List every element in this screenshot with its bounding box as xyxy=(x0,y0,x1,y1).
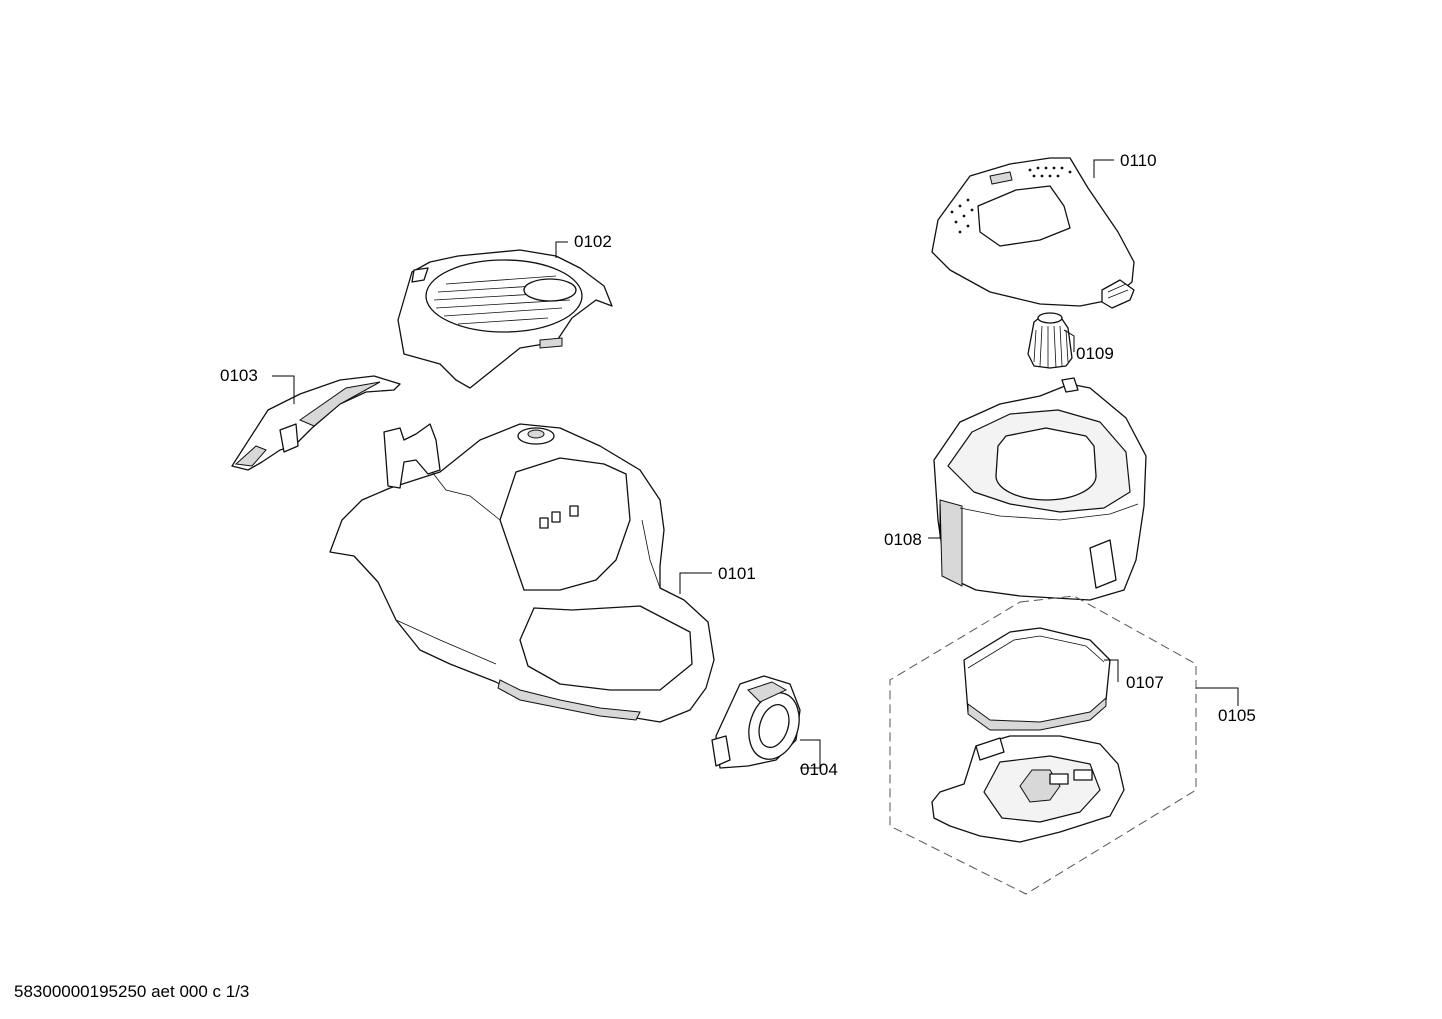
part-0104-hose-connector[interactable] xyxy=(711,675,807,769)
label-0103: 0103 xyxy=(220,366,258,385)
label-0110: 0110 xyxy=(1120,151,1157,170)
label-0108: 0108 xyxy=(884,530,922,549)
part-0108-dust-container[interactable] xyxy=(933,377,1147,601)
label-0105: 0105 xyxy=(1218,706,1256,725)
label-0101: 0101 xyxy=(718,564,756,583)
part-0110-lid[interactable] xyxy=(931,157,1135,309)
part-0109-knob[interactable] xyxy=(1027,312,1073,369)
group-0105-outline xyxy=(889,595,1197,895)
part-0102-top-cover[interactable] xyxy=(397,249,613,389)
label-0104: 0104 xyxy=(800,760,838,779)
label-0109: 0109 xyxy=(1076,344,1114,363)
part-0107-filter[interactable] xyxy=(963,627,1111,731)
leader-lines xyxy=(272,159,1239,769)
label-0107: 0107 xyxy=(1126,673,1164,692)
part-0101-main-body[interactable] xyxy=(329,423,715,723)
label-0102: 0102 xyxy=(574,232,612,251)
filter-holder[interactable] xyxy=(931,735,1125,843)
document-footer: 58300000195250 aet 000 c 1/3 xyxy=(14,982,250,1001)
part-0103-handle[interactable] xyxy=(231,375,401,471)
